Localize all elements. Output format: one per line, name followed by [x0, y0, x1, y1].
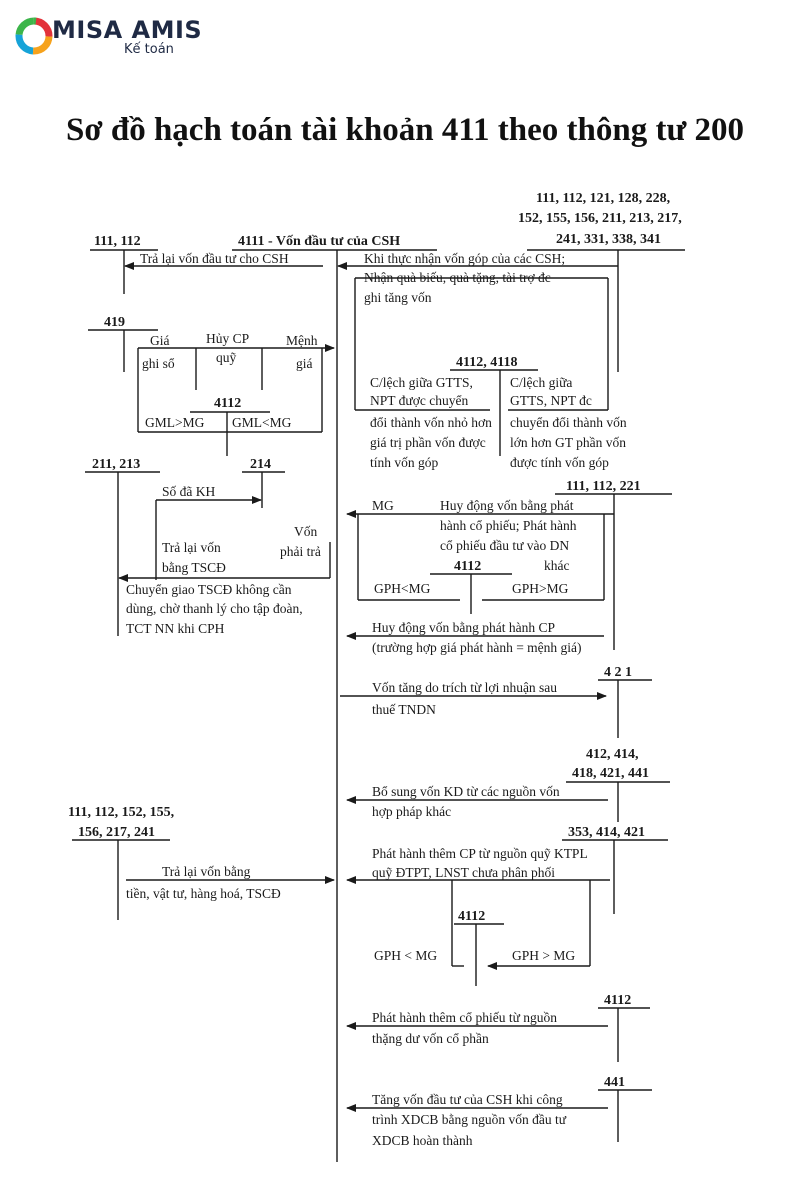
lbl-tra-lai-bang-1: Trả lại vốn bằng: [162, 864, 251, 879]
lbl-tang-von-1: Tăng vốn đầu tư của CSH khi công: [372, 1092, 563, 1107]
lbl-cl-right-1: C/lệch giữa: [510, 375, 572, 390]
lbl-huy-dong-1: Huy động vốn bằng phát: [440, 498, 574, 513]
lbl-von-1: Vốn: [294, 524, 317, 539]
lbl-khi-thuc-1: Khi thực nhận vốn góp của các CSH;: [364, 251, 565, 266]
lbl-von-tang-2: thuế TNDN: [372, 702, 436, 717]
acc-111-112-top: 111, 112: [94, 234, 141, 249]
lbl-von-tang-1: Vốn tăng do trích từ lợi nhuận sau: [372, 680, 557, 695]
acc-421: 4 2 1: [604, 665, 632, 680]
acc-412-2: 418, 421, 441: [572, 766, 649, 781]
acc-353: 353, 414, 421: [568, 825, 645, 840]
lbl-cl-right-4: lớn hơn GT phần vốn: [510, 435, 626, 450]
acc-4112-4118: 4112, 4118: [456, 355, 517, 370]
lbl-phat-hanh-them-2: quỹ ĐTPT, LNST chưa phân phối: [372, 865, 555, 880]
lbl-gml-lt: GML<MG: [232, 415, 292, 430]
lbl-huy-dong-2: hành cổ phiếu; Phát hành: [440, 518, 577, 533]
lbl-chuyen-giao-3: TCT NN khi CPH: [126, 621, 225, 636]
lbl-phat-hanh-them-1: Phát hành thêm CP từ nguồn quỹ KTPL: [372, 846, 588, 861]
lbl-gml-gt: GML>MG: [145, 415, 205, 430]
lbl-tang-von-3: XDCB hoàn thành: [372, 1133, 473, 1148]
lbl-gia: Giá: [150, 333, 170, 348]
lbl-von-2: phải trả: [280, 544, 321, 559]
acc-441: 441: [604, 1075, 625, 1090]
acc-4112-mid: 4112: [454, 559, 481, 574]
acc-419: 419: [104, 315, 125, 330]
acc-4112-low: 4112: [458, 909, 485, 924]
lbl-tra-lai-tscd-1: Trả lại vốn: [162, 540, 221, 555]
lbl-menh-gia: giá: [296, 356, 313, 371]
lbl-cl-left-3: đổi thành vốn nhỏ hơn: [370, 415, 492, 430]
acc-4111: 4111 - Vốn đầu tư của CSH: [238, 234, 400, 249]
lbl-cl-left-5: tính vốn góp: [370, 455, 439, 470]
lbl-gph-gt: GPH>MG: [512, 581, 569, 596]
logo-sub: Kế toán: [124, 42, 174, 57]
lbl-gph-lt: GPH<MG: [374, 581, 431, 596]
lbl-chuyen-giao-2: dùng, chờ thanh lý cho tập đoàn,: [126, 601, 303, 616]
acc-right-top-3: 241, 331, 338, 341: [556, 232, 661, 247]
misa-logo: [14, 14, 194, 64]
lbl-phat-hanh-cp-2: thặng dư vốn cổ phần: [372, 1031, 489, 1046]
lbl-chuyen-giao-1: Chuyển giao TSCĐ không cần: [126, 582, 292, 597]
lbl-mg: MG: [372, 498, 394, 513]
lbl-cl-left-1: C/lệch giữa GTTS,: [370, 375, 473, 390]
acc-412-1: 412, 414,: [586, 747, 639, 762]
acc-4112-left: 4112: [214, 396, 241, 411]
lbl-huy-cp: Hủy CP: [206, 331, 249, 346]
lbl-khi-thuc-3: ghi tăng vốn: [364, 290, 432, 305]
lbl-quy: quỹ: [216, 350, 237, 365]
lbl-cl-right-5: được tính vốn góp: [510, 455, 609, 470]
lbl-huy-dong-cp-2: (trường hợp giá phát hành = mệnh giá): [372, 640, 582, 655]
acc-111-left-1: 111, 112, 152, 155,: [68, 805, 174, 820]
lbl-tra-lai-tscd-2: bằng TSCĐ: [162, 560, 226, 575]
lbl-gph-lt2: GPH < MG: [374, 948, 437, 963]
acc-right-top-2: 152, 155, 156, 211, 213, 217,: [518, 211, 682, 226]
lbl-khi-thuc-2: Nhận quà biếu, quà tặng, tài trợ đc: [364, 270, 551, 285]
acc-4112-r: 4112: [604, 993, 631, 1008]
misa-logo-icon: [15, 17, 53, 55]
lbl-cl-right-2: GTTS, NPT đc: [510, 393, 592, 408]
lbl-bo-sung-1: Bổ sung vốn KD từ các nguồn vốn: [372, 784, 560, 799]
acc-right-top-1: 111, 112, 121, 128, 228,: [536, 191, 670, 206]
acc-111-112-221: 111, 112, 221: [566, 479, 641, 494]
lbl-huy-dong-4: khác: [544, 558, 569, 573]
acc-111-left-2: 156, 217, 241: [78, 825, 155, 840]
acc-211-213: 211, 213: [92, 457, 140, 472]
lbl-tang-von-2: trình XDCB bằng nguồn vốn đầu tư: [372, 1112, 567, 1127]
lbl-cl-right-3: chuyển đổi thành vốn: [510, 415, 627, 430]
lbl-menh: Mệnh: [286, 333, 318, 348]
lbl-bo-sung-2: hợp pháp khác: [372, 804, 451, 819]
lbl-tra-lai-von: Trả lại vốn đầu tư cho CSH: [140, 251, 289, 266]
lbl-cl-left-4: giá trị phần vốn được: [370, 435, 486, 450]
acc-214: 214: [250, 457, 271, 472]
lbl-huy-dong-3: cổ phiếu đầu tư vào DN: [440, 538, 569, 553]
lbl-tra-lai-bang-2: tiền, vật tư, hàng hoá, TSCĐ: [126, 886, 281, 901]
lbl-huy-dong-cp-1: Huy động vốn bằng phát hành CP: [372, 620, 555, 635]
page-title: Sơ đồ hạch toán tài khoản 411 theo thông…: [65, 112, 745, 148]
lbl-so-da-kh: Số đã KH: [162, 484, 215, 499]
lbl-ghi-so: ghi sổ: [142, 356, 175, 371]
logo-brand: MISA AMIS: [52, 16, 203, 44]
lbl-gph-gt2: GPH > MG: [512, 948, 575, 963]
lbl-phat-hanh-cp-1: Phát hành thêm cổ phiếu từ nguồn: [372, 1010, 557, 1025]
lbl-cl-left-2: NPT được chuyển: [370, 393, 468, 408]
